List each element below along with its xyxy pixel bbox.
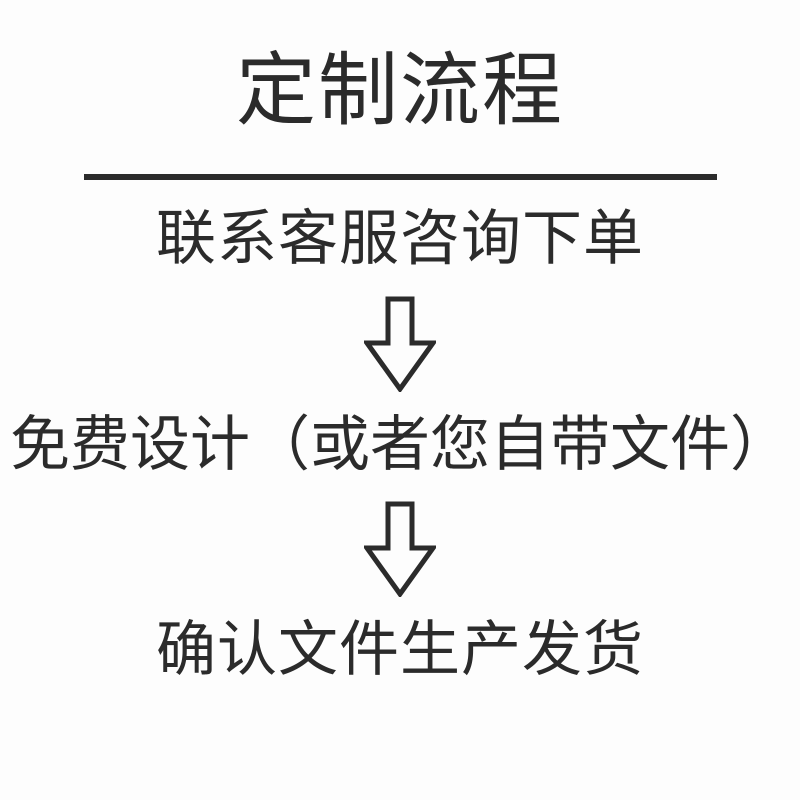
- arrow-down-outline-icon: [364, 296, 436, 392]
- flow-step-2: 免费设计（或者您自带文件）: [10, 409, 790, 480]
- page-title: 定制流程: [236, 44, 564, 137]
- flow-steps-list: 联系客服咨询下单 免费设计（或者您自带文件） 确认文件生产发货: [0, 206, 800, 684]
- title-underline-divider: [83, 174, 717, 181]
- arrow-down-outline-icon: [364, 501, 436, 597]
- flow-step-1: 联系客服咨询下单: [156, 204, 644, 275]
- flow-step-3: 确认文件生产发货: [156, 614, 644, 685]
